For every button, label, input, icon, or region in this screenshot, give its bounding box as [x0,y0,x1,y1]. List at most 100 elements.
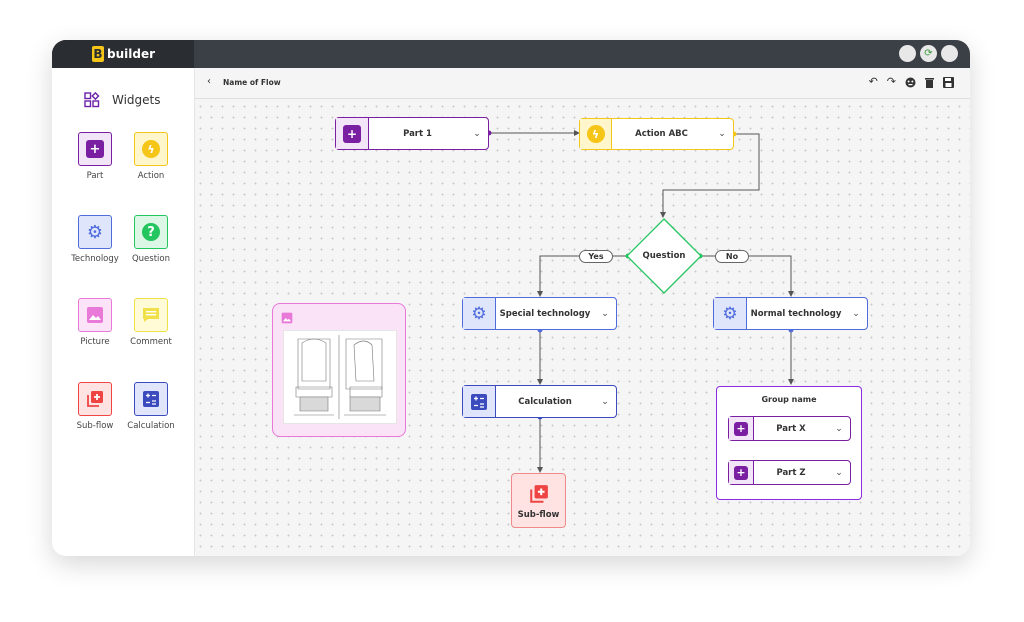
node-label: Part Z [776,467,806,478]
picture-node[interactable] [272,303,406,437]
gear-icon: ⚙ [471,303,487,324]
node-label: Normal technology [750,308,842,319]
node-normal-technology[interactable]: ⚙ Normal technology ⌄ [713,297,868,330]
widget-calculation[interactable]: Calculation [121,382,181,431]
plus-icon: + [734,421,748,436]
subflow-icon [87,391,103,407]
bolt-icon: ϟ [142,140,160,158]
node-action[interactable]: ϟ Action ABC ⌄ [579,118,734,150]
widget-technology[interactable]: ⚙ Technology [65,215,125,264]
chevron-down-icon[interactable]: ⌄ [601,308,609,319]
redo-icon[interactable]: ↷ [886,75,896,88]
image-icon [281,312,293,324]
image-icon [87,307,103,323]
node-icon-box: ϟ [580,119,612,149]
widget-label: Calculation [127,421,175,431]
widgets-header: Widgets [84,92,161,108]
refresh-icon[interactable]: ⟳ [920,45,937,62]
yes-label[interactable]: Yes [579,250,613,263]
app-window: B builder ⟳ Widgets + Part [52,40,970,556]
window-controls: ⟳ [899,45,958,62]
seat-drawing-image [283,330,397,424]
widget-part[interactable]: + Part [65,132,125,181]
widget-label: Question [131,254,171,264]
logo-text: builder [107,47,156,61]
calculator-icon [143,391,159,407]
widget-label: Action [137,171,165,181]
widget-action[interactable]: ϟ Action [121,132,181,181]
settings-circle-icon[interactable] [941,45,958,62]
widget-label: Technology [71,254,119,264]
toolbar-actions: ↶ ↷ [869,75,954,88]
widgets-sidebar: Widgets + Part ϟ Action ⚙ Technology ? Q… [52,68,195,556]
floppy-icon[interactable] [943,77,954,88]
node-label: Special technology [499,308,591,319]
widget-part-box: + [78,132,112,166]
widget-label: Picture [80,337,110,347]
user-circle-icon[interactable] [899,45,916,62]
node-icon-box: ⚙ [463,298,496,329]
node-subflow[interactable]: Sub-flow [511,473,566,528]
widget-label: Comment [130,337,172,347]
logo: B builder [52,40,194,68]
plus-icon: + [86,140,104,158]
question-node-shape [626,218,702,294]
node-label: Sub-flow [517,510,560,520]
widget-question[interactable]: ? Question [121,215,181,264]
widget-label: Sub-flow [76,421,114,431]
widget-calculation-box [134,382,168,416]
chevron-down-icon[interactable]: ⌄ [835,423,843,434]
widget-action-box: ϟ [134,132,168,166]
chevron-down-icon[interactable]: ⌄ [852,308,860,319]
calculator-icon [471,393,487,410]
undo-icon[interactable]: ↶ [868,75,878,88]
chevron-down-icon[interactable]: ⌄ [835,467,843,478]
node-icon-box [463,386,496,417]
widgets-icon [84,92,100,108]
top-bar: B builder ⟳ [52,40,970,68]
flow-name[interactable]: Name of Flow [223,78,281,87]
node-icon-box: + [729,461,754,484]
widget-comment[interactable]: Comment [121,298,181,347]
subflow-icon [529,485,548,503]
group-title: Group name [761,395,817,404]
group-node[interactable]: Group name + Part X ⌄ + Part Z ⌄ [716,386,862,500]
node-icon-box: + [336,118,369,149]
node-label: Part X [776,423,806,434]
chevron-down-icon[interactable]: ⌄ [601,396,609,407]
canvas-toolbar: ‹ Name of Flow ↶ ↷ [195,68,970,99]
node-part-z[interactable]: + Part Z ⌄ [728,460,851,485]
back-icon[interactable]: ‹ [207,76,211,87]
widget-picture[interactable]: Picture [65,298,125,347]
node-label: Action ABC [635,129,688,139]
plus-icon: + [734,465,748,480]
node-label: Part 1 [403,128,432,139]
flow-canvas[interactable]: ‹ Name of Flow ↶ ↷ [195,68,970,556]
question-icon: ? [142,223,160,241]
no-label[interactable]: No [715,250,749,263]
node-special-technology[interactable]: ⚙ Special technology ⌄ [462,297,617,330]
node-calculation[interactable]: Calculation ⌄ [462,385,617,418]
widget-technology-box: ⚙ [78,215,112,249]
seat-drawing [294,335,386,419]
chevron-down-icon[interactable]: ⌄ [473,128,481,139]
widget-label: Part [86,171,104,181]
logo-letter: B [92,46,104,62]
widget-picture-box [78,298,112,332]
chevron-down-icon[interactable]: ⌄ [718,129,726,139]
widget-subflow-box [78,382,112,416]
node-part-x[interactable]: + Part X ⌄ [728,416,851,441]
bolt-icon: ϟ [586,125,605,143]
comment-icon [143,308,159,322]
delete-icon[interactable] [925,77,934,88]
debug-icon[interactable] [905,77,916,88]
widgets-title: Widgets [112,93,161,107]
gear-icon: ⚙ [722,303,738,324]
widget-subflow[interactable]: Sub-flow [65,382,125,431]
gear-icon: ⚙ [86,221,104,243]
connector-action-question [660,133,760,218]
widget-question-box: ? [134,215,168,249]
question-label[interactable]: Question [642,251,686,261]
node-part-1[interactable]: + Part 1 ⌄ [335,117,489,150]
widget-comment-box [134,298,168,332]
